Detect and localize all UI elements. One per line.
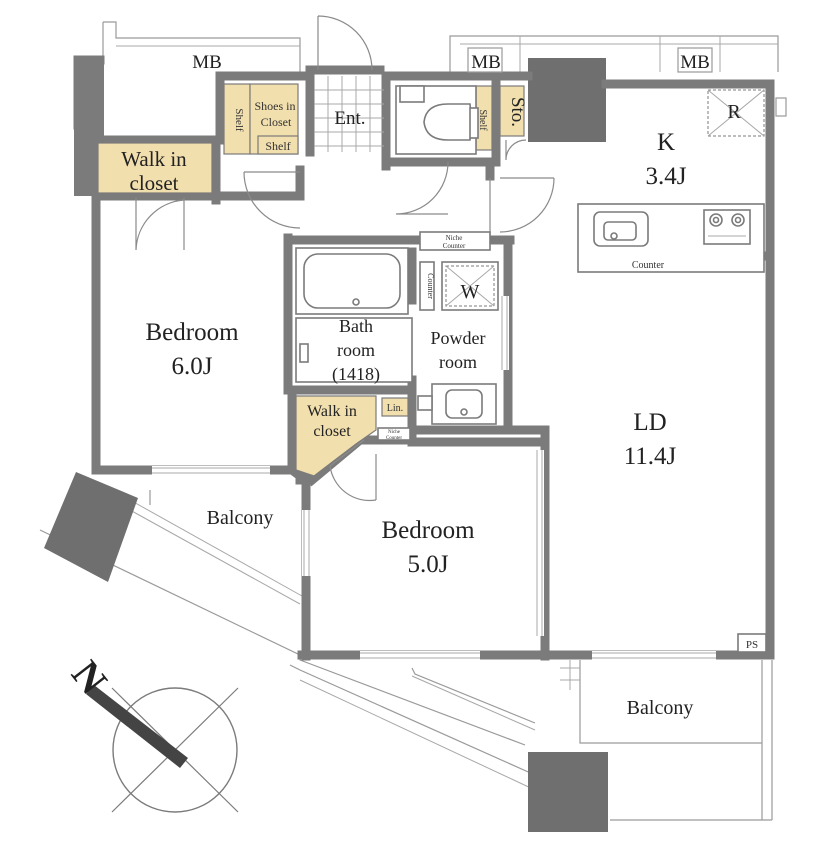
niche-counter-2-line2: Counter xyxy=(386,436,402,441)
meter-box-label-2: MB xyxy=(471,52,501,73)
niche-counter-2-line1: Niche xyxy=(388,430,401,435)
linen-closet xyxy=(381,397,409,417)
balcony-south-label: Balcony xyxy=(627,697,694,719)
shoes-closet-line2: Closet xyxy=(261,115,292,129)
niche-counter-1-line1: Niche xyxy=(446,234,463,242)
linen-label: Lin. xyxy=(387,403,403,414)
entrance-label: Ent. xyxy=(334,108,365,129)
kitchen-name: K xyxy=(657,129,675,156)
stove-icon xyxy=(703,209,751,245)
windows xyxy=(152,296,716,660)
fixtures xyxy=(295,47,767,653)
bathroom-line2: room xyxy=(337,340,375,360)
bedroom-small-name: Bedroom xyxy=(381,517,475,544)
washer-label: W xyxy=(461,281,480,303)
living-dining-size: 11.4J xyxy=(624,443,677,470)
powder-counter-label: Counter xyxy=(426,273,435,299)
toilet-icon xyxy=(423,103,472,141)
powder-room-line2: room xyxy=(439,352,477,372)
walk-in-closet-1 xyxy=(97,142,213,194)
kitchen-size: 3.4J xyxy=(646,163,687,190)
bathroom-line1: Bath xyxy=(339,316,373,336)
kitchen-counter-label: Counter xyxy=(632,260,665,271)
powder-room-line1: Powder xyxy=(431,328,486,348)
refrigerator-space xyxy=(707,89,765,137)
labels: MB MB MB Walk in closet Shelf Shoes in C… xyxy=(121,52,758,719)
shelf-bottom-label: Shelf xyxy=(265,139,290,153)
storage-label: Sto. xyxy=(507,97,528,127)
balcony-west-label: Balcony xyxy=(207,507,274,529)
shelf-bottom xyxy=(257,135,299,155)
shelf-vertical-label: Shelf xyxy=(233,108,245,132)
meter-box-label-3: MB xyxy=(680,52,710,73)
bathroom-line3: (1418) xyxy=(332,364,380,385)
compass: N xyxy=(63,652,239,813)
meter-box-label-1: MB xyxy=(192,52,222,73)
walls xyxy=(73,55,775,661)
storage-closet xyxy=(499,85,525,137)
bedroom-small-size: 5.0J xyxy=(408,551,449,578)
compass-label: N xyxy=(63,652,116,703)
refrigerator-label: R xyxy=(727,101,741,123)
walk-in-closet-1-line2: closet xyxy=(130,171,179,195)
bedroom-large-name: Bedroom xyxy=(145,319,239,346)
shelf-vertical xyxy=(223,83,251,155)
niche-counter-1-line2: Counter xyxy=(443,242,466,250)
walk-in-closet-2-line1: Walk in xyxy=(307,403,357,420)
pipe-space-label: PS xyxy=(746,639,758,651)
north-arrow-icon xyxy=(86,685,188,768)
walk-in-closet-2-line2: closet xyxy=(313,423,351,440)
bedroom-large-size: 6.0J xyxy=(172,353,213,380)
shoes-closet-line1: Shoes in xyxy=(254,99,295,113)
closets xyxy=(97,83,525,477)
walk-in-closet-2 xyxy=(295,395,377,477)
walk-in-closet-1-line1: Walk in xyxy=(121,147,187,171)
toilet-shelf-label: Shelf xyxy=(477,109,488,131)
living-dining-name: LD xyxy=(633,409,666,436)
